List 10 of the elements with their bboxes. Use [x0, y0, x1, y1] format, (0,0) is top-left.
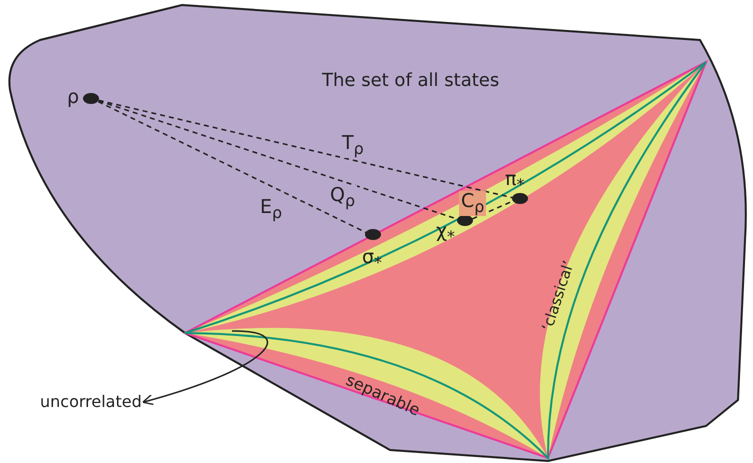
edge-label: C$_{ρ}$	[459, 191, 486, 216]
point-label: ρ	[67, 88, 80, 107]
leader-arrow	[142, 330, 268, 405]
edge-label: T$_{ρ}$	[340, 133, 366, 158]
dashed-line	[98, 100, 512, 198]
dashed-line	[98, 100, 366, 234]
dashed-line	[472, 200, 513, 220]
region-label: The set of all states	[322, 72, 500, 90]
edge-label: Q$_{ρ}$	[328, 185, 358, 210]
callout-label: uncorrelated	[40, 394, 142, 410]
